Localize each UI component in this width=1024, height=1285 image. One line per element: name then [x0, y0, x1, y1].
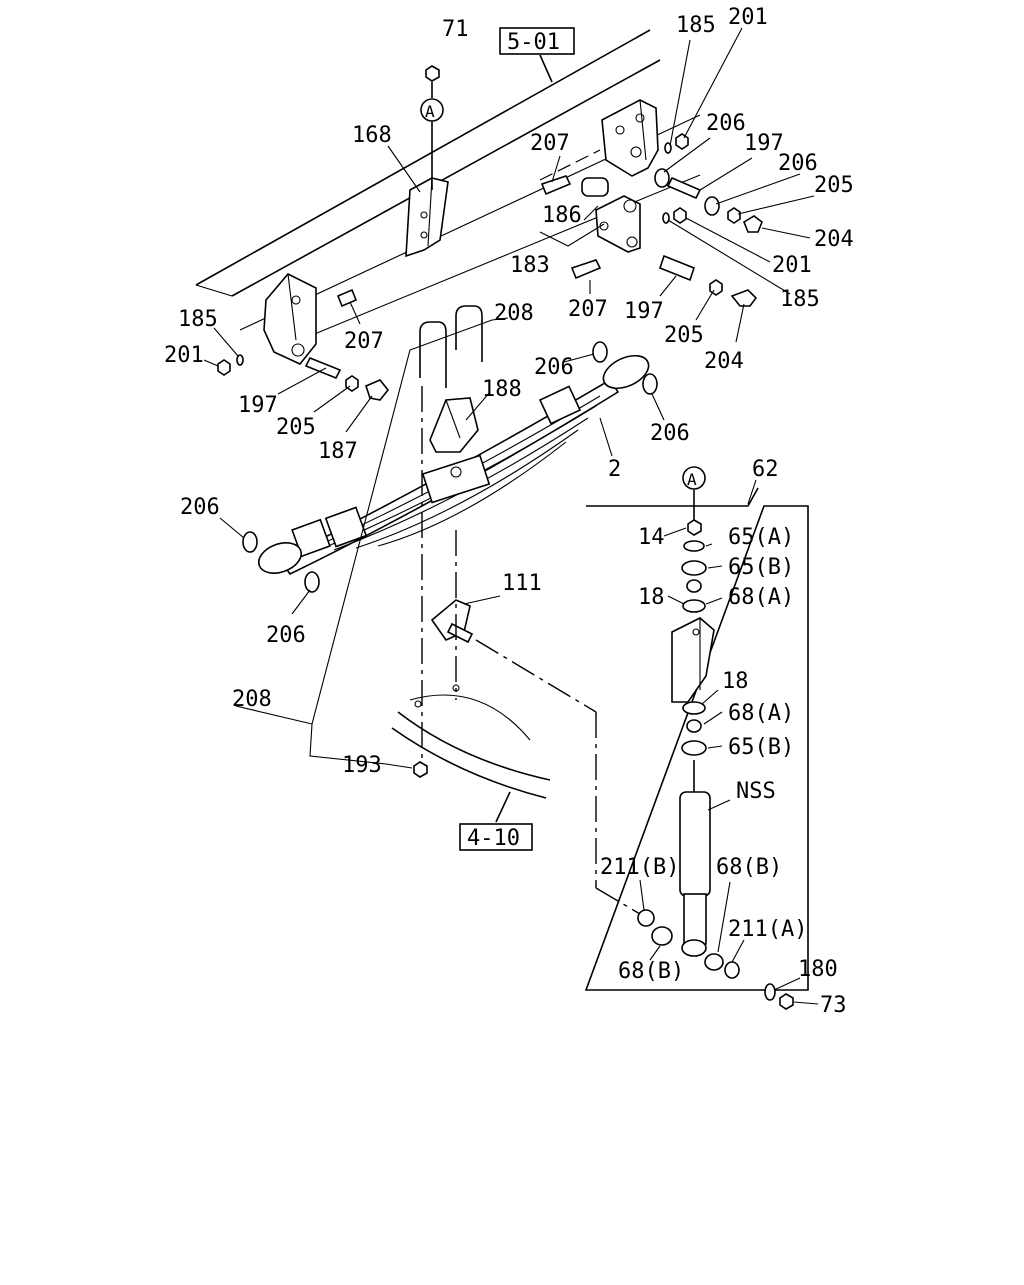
label-197: 197	[624, 299, 664, 324]
label-185: 185	[780, 287, 820, 312]
front-hanger-bracket	[405, 122, 449, 258]
label-205: 205	[664, 323, 704, 348]
shock-bracket-111	[430, 599, 474, 644]
label-68b: 68(B)	[618, 959, 684, 984]
upper-shock-mount	[671, 617, 715, 703]
u-bolts-208	[419, 305, 483, 388]
label-18: 18	[722, 669, 749, 694]
label-71: 71	[442, 17, 469, 42]
label-14: 14	[638, 525, 665, 550]
label-204: 204	[814, 227, 854, 252]
bolt-207-icon	[540, 175, 602, 280]
label-65b: 65(B)	[728, 735, 794, 760]
nut-71-icon	[425, 65, 440, 98]
left-small-parts	[217, 288, 390, 401]
shackle-183	[595, 195, 641, 253]
bushing-186	[581, 177, 609, 197]
label-73: 73	[820, 993, 847, 1018]
label-185: 185	[178, 307, 218, 332]
ref-box-frame[interactable]: 5-01	[499, 27, 575, 83]
label-185: 185	[676, 13, 716, 38]
label-206: 206	[706, 111, 746, 136]
label-197: 197	[744, 131, 784, 156]
leaf-spring-2	[257, 354, 650, 576]
label-201: 201	[164, 343, 204, 368]
label-207: 207	[344, 329, 384, 354]
label-206: 206	[180, 495, 220, 520]
label-206: 206	[650, 421, 690, 446]
label-168: 168	[352, 123, 392, 148]
label-197: 197	[238, 393, 278, 418]
svg-text:A: A	[687, 470, 697, 489]
ref-box-axle[interactable]: 4-10	[459, 791, 533, 851]
label-186: 186	[542, 203, 582, 228]
left-hanger-bracket	[263, 273, 317, 365]
part-number-labels: 71 168 185 201 207 206 197 206 205 204 1…	[164, 5, 854, 1018]
label-208: 208	[232, 687, 272, 712]
label-206: 206	[778, 151, 818, 176]
axle-housing	[391, 684, 551, 799]
label-211a: 211(A)	[728, 917, 807, 942]
label-68b: 68(B)	[716, 855, 782, 880]
label-188: 188	[482, 377, 522, 402]
label-201: 201	[728, 5, 768, 30]
svg-text:A: A	[425, 102, 435, 121]
washers-206	[242, 341, 658, 593]
marker-a-kit: A	[682, 466, 706, 520]
rear-hanger-bracket	[601, 99, 659, 177]
bump-stopper-188	[429, 397, 479, 453]
leader-lines	[203, 27, 819, 1005]
label-68a: 68(A)	[728, 585, 794, 610]
label-193: 193	[342, 753, 382, 778]
label-2: 2	[608, 457, 621, 482]
label-65b: 65(B)	[728, 555, 794, 580]
label-207: 207	[530, 131, 570, 156]
kit-washers	[681, 519, 707, 756]
label-207: 207	[568, 297, 608, 322]
label-206: 206	[534, 355, 574, 380]
shock-absorber-kit-box	[584, 487, 809, 991]
label-204: 204	[704, 349, 744, 374]
label-206: 206	[266, 623, 306, 648]
svg-text:4-10: 4-10	[467, 826, 520, 851]
pin-197-icon	[659, 176, 702, 282]
label-205: 205	[814, 173, 854, 198]
label-187: 187	[318, 439, 358, 464]
kit-bushings-lower	[637, 909, 794, 1010]
shock-absorber-nss	[679, 760, 711, 957]
label-18: 18	[638, 585, 665, 610]
label-62: 62	[752, 457, 779, 482]
label-183: 183	[510, 253, 550, 278]
assembly-guide-lines	[421, 149, 641, 915]
label-211b: 211(B)	[600, 855, 679, 880]
svg-text:5-01: 5-01	[507, 30, 560, 55]
marker-a-top: A	[420, 98, 444, 122]
label-208: 208	[494, 301, 534, 326]
label-201: 201	[772, 253, 812, 278]
label-205: 205	[276, 415, 316, 440]
label-nss: NSS	[736, 779, 776, 804]
label-180: 180	[798, 957, 838, 982]
label-68a: 68(A)	[728, 701, 794, 726]
small-parts-top	[654, 133, 763, 307]
label-111: 111	[502, 571, 542, 596]
label-65a: 65(A)	[728, 525, 794, 550]
nut-193-icon	[413, 761, 428, 778]
